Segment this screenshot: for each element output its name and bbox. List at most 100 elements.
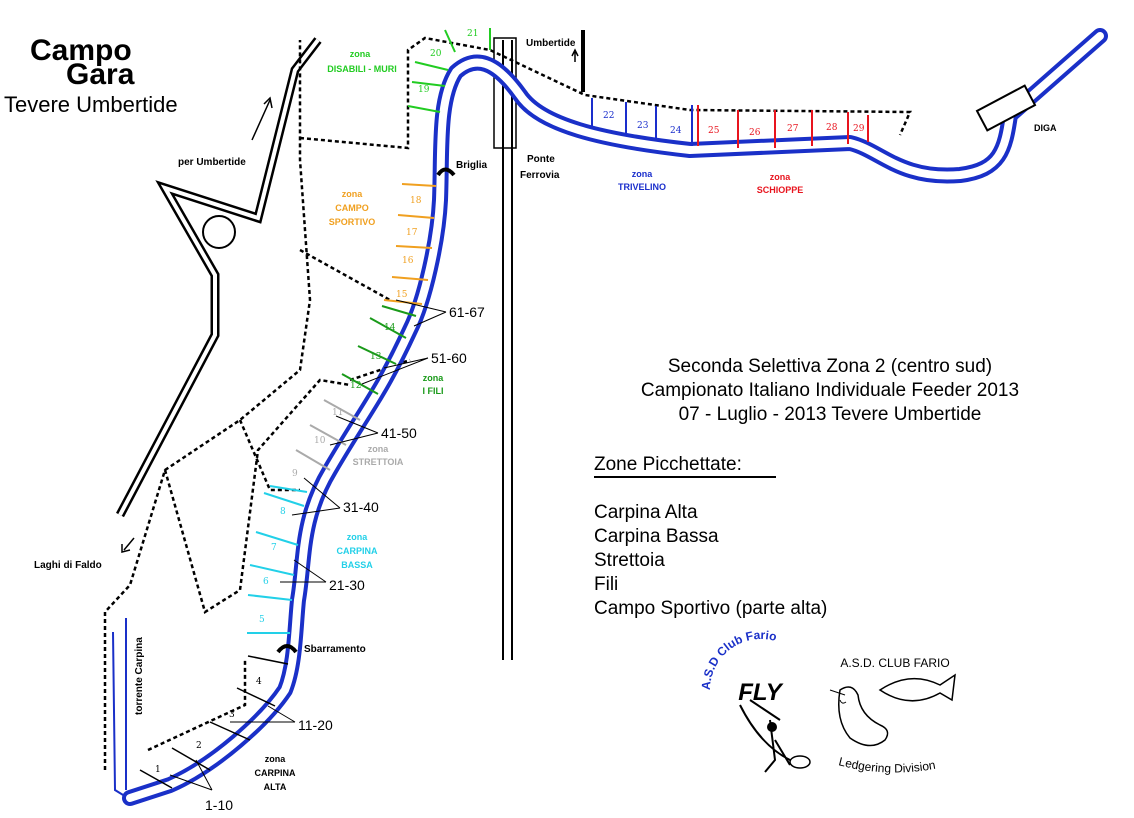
river-tevere (122, 28, 1108, 806)
svg-text:Campionato Italiano Individual: Campionato Italiano Individuale Feeder 2… (641, 380, 1019, 401)
zone-list-item: Fili (594, 574, 618, 595)
zone-list-item: Strettoia (594, 550, 665, 571)
svg-text:26: 26 (749, 128, 761, 138)
svg-text:27: 27 (787, 124, 799, 134)
roundabout (202, 215, 236, 249)
zone-label-disabili: zona DISABILI - MURI (327, 49, 397, 74)
svg-text:21: 21 (467, 29, 478, 39)
svg-text:zona: zona (368, 444, 389, 454)
svg-text:14: 14 (384, 323, 396, 333)
fario-club-logo: A.S.D. CLUB FARIO Ledgering Division (829, 656, 956, 776)
station-numbers: 1 2 3 4 5 6 7 8 9 10 11 12 13 14 15 16 1… (155, 29, 865, 775)
svg-text:SCHIOPPE: SCHIOPPE (757, 185, 804, 195)
svg-text:12: 12 (350, 381, 361, 391)
zone-list-item: Campo Sportivo (parte alta) (594, 598, 827, 619)
arrow-per-umbertide (251, 96, 273, 141)
svg-text:29: 29 (853, 124, 865, 134)
svg-text:zona: zona (265, 754, 286, 764)
svg-text:zona: zona (342, 189, 363, 199)
arrow-umbertide (571, 48, 579, 62)
svg-text:31-40: 31-40 (343, 499, 379, 515)
zone-list: Carpina Alta Carpina Bassa Strettoia Fil… (594, 502, 827, 619)
svg-text:CARPINA: CARPINA (254, 768, 296, 778)
label-torrente-carpina: torrente Carpina (134, 637, 145, 715)
zone-label-fili: zona I FILI (423, 373, 445, 396)
svg-text:CAMPO: CAMPO (335, 203, 369, 213)
zone-label-carpina-alta: zona CARPINA ALTA (254, 754, 296, 792)
svg-text:zona: zona (350, 49, 371, 59)
zone-list-heading: Zone Picchettate: (594, 454, 742, 475)
svg-text:TRIVELINO: TRIVELINO (618, 182, 666, 192)
svg-text:5: 5 (259, 615, 265, 625)
svg-text:13: 13 (370, 352, 382, 362)
svg-text:zona: zona (770, 172, 791, 182)
svg-text:7: 7 (271, 543, 277, 553)
arrow-laghi-di-faldo (121, 537, 135, 553)
svg-text:A.S.D. CLUB FARIO: A.S.D. CLUB FARIO (840, 656, 949, 670)
svg-text:16: 16 (402, 256, 414, 266)
svg-text:20: 20 (430, 49, 442, 59)
svg-text:51-60: 51-60 (431, 350, 467, 366)
svg-text:07 - Luglio - 2013 Tevere Umbe: 07 - Luglio - 2013 Tevere Umbertide (679, 404, 982, 425)
label-per-umbertide: per Umbertide (178, 157, 246, 168)
svg-text:2: 2 (196, 741, 202, 751)
svg-text:19: 19 (418, 85, 430, 95)
zone-list-item: Carpina Bassa (594, 526, 719, 547)
zone-list-item: Carpina Alta (594, 502, 698, 523)
zone-label-strettoia: zona STRETTOIA (353, 444, 404, 467)
range-leaders (169, 299, 447, 791)
svg-text:STRETTOIA: STRETTOIA (353, 457, 404, 467)
svg-text:41-50: 41-50 (381, 425, 417, 441)
label-ponte-2: Ferrovia (520, 170, 560, 181)
svg-text:FLY: FLY (738, 679, 784, 706)
svg-text:Seconda Selettiva Zona 2 (cent: Seconda Selettiva Zona 2 (centro sud) (668, 356, 992, 377)
station-ticks (139, 28, 869, 789)
svg-text:61-67: 61-67 (449, 304, 485, 320)
dotted-roads (103, 36, 912, 770)
svg-text:4: 4 (256, 677, 262, 687)
zone-label-trivelino: zona TRIVELINO (618, 169, 666, 192)
sbarramento-mark (276, 644, 298, 654)
fisherman-icon (739, 699, 791, 773)
svg-text:zona: zona (632, 169, 653, 179)
label-ponte-1: Ponte (527, 154, 555, 165)
svg-text:CARPINA: CARPINA (336, 546, 378, 556)
zone-label-carpina-bassa: zona CARPINA BASSA (336, 532, 378, 570)
svg-text:6: 6 (263, 577, 269, 587)
svg-text:zona: zona (347, 532, 368, 542)
svg-text:23: 23 (637, 121, 649, 131)
svg-text:10: 10 (314, 436, 326, 446)
svg-text:22: 22 (603, 111, 614, 121)
svg-text:SPORTIVO: SPORTIVO (329, 217, 376, 227)
map-title-line1: Campo (30, 34, 132, 67)
catfish-icon (838, 686, 889, 747)
svg-text:28: 28 (826, 123, 838, 133)
info-block: Seconda Selettiva Zona 2 (centro sud) Ca… (641, 356, 1019, 425)
label-diga: DIGA (1034, 123, 1057, 133)
fly-club-logo: A.S.D Club Fario FLY (699, 628, 811, 773)
svg-text:11: 11 (332, 408, 343, 418)
map-title-line3: Tevere Umbertide (4, 92, 178, 117)
dam (975, 84, 1037, 132)
range-labels: 1-10 11-20 21-30 31-40 41-50 51-60 61-67 (205, 304, 485, 813)
zone-label-schioppe: zona SCHIOPPE (757, 172, 804, 195)
svg-text:24: 24 (670, 126, 682, 136)
svg-text:3: 3 (229, 710, 235, 720)
railway (493, 37, 517, 660)
svg-text:zona: zona (423, 373, 444, 383)
svg-text:ALTA: ALTA (264, 782, 287, 792)
svg-text:11-20: 11-20 (298, 717, 333, 733)
svg-text:25: 25 (708, 126, 720, 136)
svg-text:BASSA: BASSA (341, 560, 373, 570)
zone-label-campo-sportivo: zona CAMPO SPORTIVO (329, 189, 376, 227)
svg-text:I FILI: I FILI (423, 386, 444, 396)
svg-text:Ledgering Division: Ledgering Division (837, 754, 936, 775)
carp-icon (878, 673, 956, 702)
svg-text:9: 9 (292, 469, 298, 479)
label-laghi-di-faldo: Laghi di Faldo (34, 560, 102, 571)
svg-text:DISABILI - MURI: DISABILI - MURI (327, 64, 397, 74)
briglia-mark (436, 167, 456, 177)
svg-text:8: 8 (280, 507, 286, 517)
svg-text:15: 15 (396, 290, 408, 300)
